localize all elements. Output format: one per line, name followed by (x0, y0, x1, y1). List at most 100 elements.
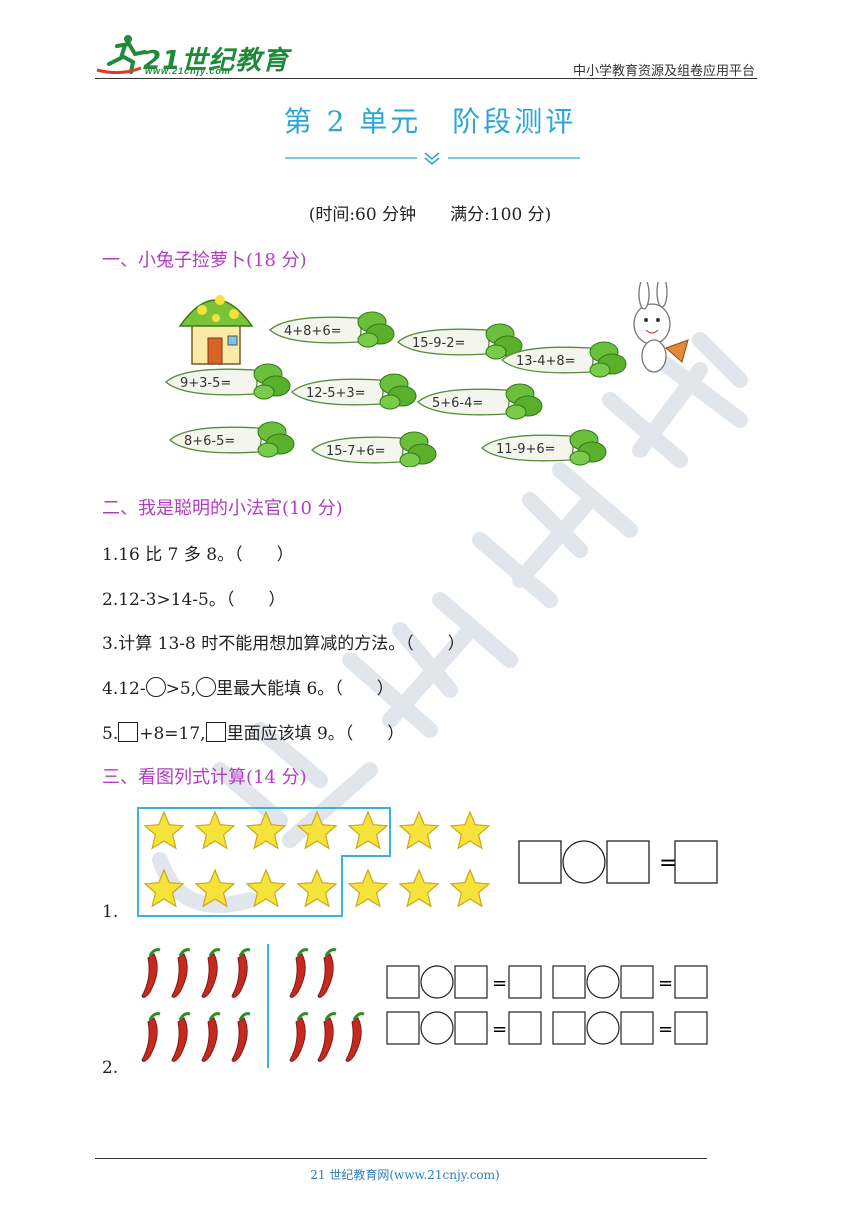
pepper-icon (231, 948, 251, 998)
answer-box[interactable] (508, 1011, 542, 1045)
pepper-icon (141, 1012, 161, 1062)
star-icon (296, 868, 338, 908)
star-icon (347, 868, 389, 908)
radish-expression: 11-9+6= (496, 442, 556, 457)
star-icon (194, 810, 236, 850)
square-blank-icon (205, 722, 226, 742)
q4-part-c: 里最大能填 6。（ ） (216, 679, 394, 699)
logo-runner-icon (96, 35, 147, 75)
star-icon (296, 810, 338, 850)
answer-box[interactable] (386, 1011, 420, 1045)
radish-9: 11-9+6= (481, 429, 607, 466)
equation-row[interactable]: = (552, 1011, 708, 1045)
title-chevron-divider-icon (285, 152, 580, 165)
section1-heading: 一、小兔子捡萝卜(18 分) (102, 250, 307, 271)
equals-sign: = (658, 973, 673, 994)
pepper-icon (201, 1012, 221, 1062)
answer-box[interactable] (552, 1011, 586, 1045)
pepper-icon (171, 1012, 191, 1062)
star-icon (245, 810, 287, 850)
operator-circle[interactable] (420, 1011, 454, 1045)
judge-question-1: 1.16 比 7 多 8。（ ） (102, 545, 294, 565)
q5-part-b: +8=17, (139, 724, 206, 744)
pepper-icon (317, 948, 337, 998)
radish-expression: 4+8+6= (284, 324, 342, 339)
logo-url: www.21cnjy.com (145, 66, 231, 76)
answer-box[interactable] (620, 1011, 654, 1045)
radish-1: 4+8+6= (269, 311, 395, 348)
equation-blanks-q1[interactable]: = (518, 840, 720, 886)
radish-3: 13-4+8= (501, 341, 627, 378)
equation-row[interactable]: = (552, 965, 708, 999)
operator-circle[interactable] (420, 965, 454, 999)
square-blank-icon (118, 722, 139, 742)
answer-box[interactable] (386, 965, 420, 999)
radish-expression: 13-4+8= (516, 354, 576, 369)
radish-expression: 12-5+3= (306, 386, 366, 401)
pepper-icon (141, 948, 161, 998)
star-icon (398, 810, 440, 850)
star-icon (449, 868, 491, 908)
judge-question-3: 3.计算 13-8 时不能用想加算减的方法。（ ） (102, 634, 465, 654)
radish-8: 15-7+6= (311, 431, 437, 467)
pepper-icon (201, 948, 221, 998)
footer-divider (95, 1158, 707, 1159)
star-icon (143, 810, 185, 850)
circle-blank-icon (196, 677, 217, 697)
picture-question-1-number: 1. (102, 902, 119, 922)
radish-expression: 15-9-2= (412, 336, 465, 351)
radish-illustration: 4+8+6= 15-9-2= 13-4+8= 9+3-5= 12-5+3= 5+6-4= 8… (165, 282, 689, 467)
rabbit-icon (633, 282, 689, 373)
radish-4: 9+3-5= (165, 363, 291, 400)
radish-expression: 9+3-5= (180, 376, 231, 391)
judge-question-4: 4.12- >5, 里最大能填 6。（ ） (102, 674, 394, 699)
answer-box[interactable] (674, 1011, 708, 1045)
radish-2: 15-9-2= (397, 323, 523, 360)
star-icon (449, 810, 491, 850)
radish-5: 12-5+3= (291, 373, 417, 410)
equals-sign: = (492, 973, 507, 994)
operator-circle[interactable] (586, 965, 620, 999)
page-title: 第 2 单元 阶段测评 (283, 105, 577, 138)
pepper-icon (317, 1012, 337, 1062)
pepper-icon (171, 948, 191, 998)
answer-box[interactable] (620, 965, 654, 999)
star-icon (347, 810, 389, 850)
pepper-icon (231, 1012, 251, 1062)
section3-heading: 三、看图列式计算(14 分) (102, 767, 307, 788)
judge-question-2: 2.12-3>14-5。（ ） (102, 590, 286, 610)
q4-part-b: >5, (165, 679, 197, 699)
mushroom-house-icon (178, 295, 254, 365)
operator-circle[interactable] (586, 1011, 620, 1045)
logo-text: 21世纪教育 (143, 46, 290, 76)
footer-text: 21 世纪教育网(www.21cnjy.com) (310, 1168, 500, 1182)
peppers-picture (141, 944, 365, 1068)
radish-expression: 8+6-5= (184, 434, 235, 449)
answer-box[interactable] (454, 1011, 488, 1045)
equation-row[interactable]: = (386, 965, 542, 999)
q5-part-a: 5. (102, 724, 119, 744)
q5-part-c: 里面应该填 9。（ ） (226, 724, 405, 744)
star-icon (194, 868, 236, 908)
answer-box[interactable] (552, 965, 586, 999)
svg-text:=: = (659, 851, 677, 876)
answer-box[interactable] (508, 965, 542, 999)
pepper-icon (345, 1012, 365, 1062)
judge-question-5: 5. +8=17, 里面应该填 9。（ ） (102, 719, 404, 744)
equation-row[interactable]: = (386, 1011, 542, 1045)
equation-blanks-q2[interactable]: = = = = (386, 965, 716, 1047)
q4-part-a: 4.12- (102, 679, 146, 699)
star-icon (143, 868, 185, 908)
equals-sign: = (658, 1019, 673, 1040)
pepper-icon (289, 1012, 309, 1062)
header-platform-text: 中小学教育资源及组卷应用平台 (572, 64, 755, 79)
picture-question-2-number: 2. (102, 1058, 119, 1078)
header-divider (95, 78, 757, 79)
stars-picture (137, 807, 491, 917)
radish-expression: 5+6-4= (432, 396, 483, 411)
exam-time-info: (时间:60 分钟 满分:100 分) (308, 205, 552, 225)
answer-box[interactable] (674, 965, 708, 999)
pepper-icon (289, 948, 309, 998)
radish-expression: 15-7+6= (326, 444, 386, 459)
answer-box[interactable] (454, 965, 488, 999)
